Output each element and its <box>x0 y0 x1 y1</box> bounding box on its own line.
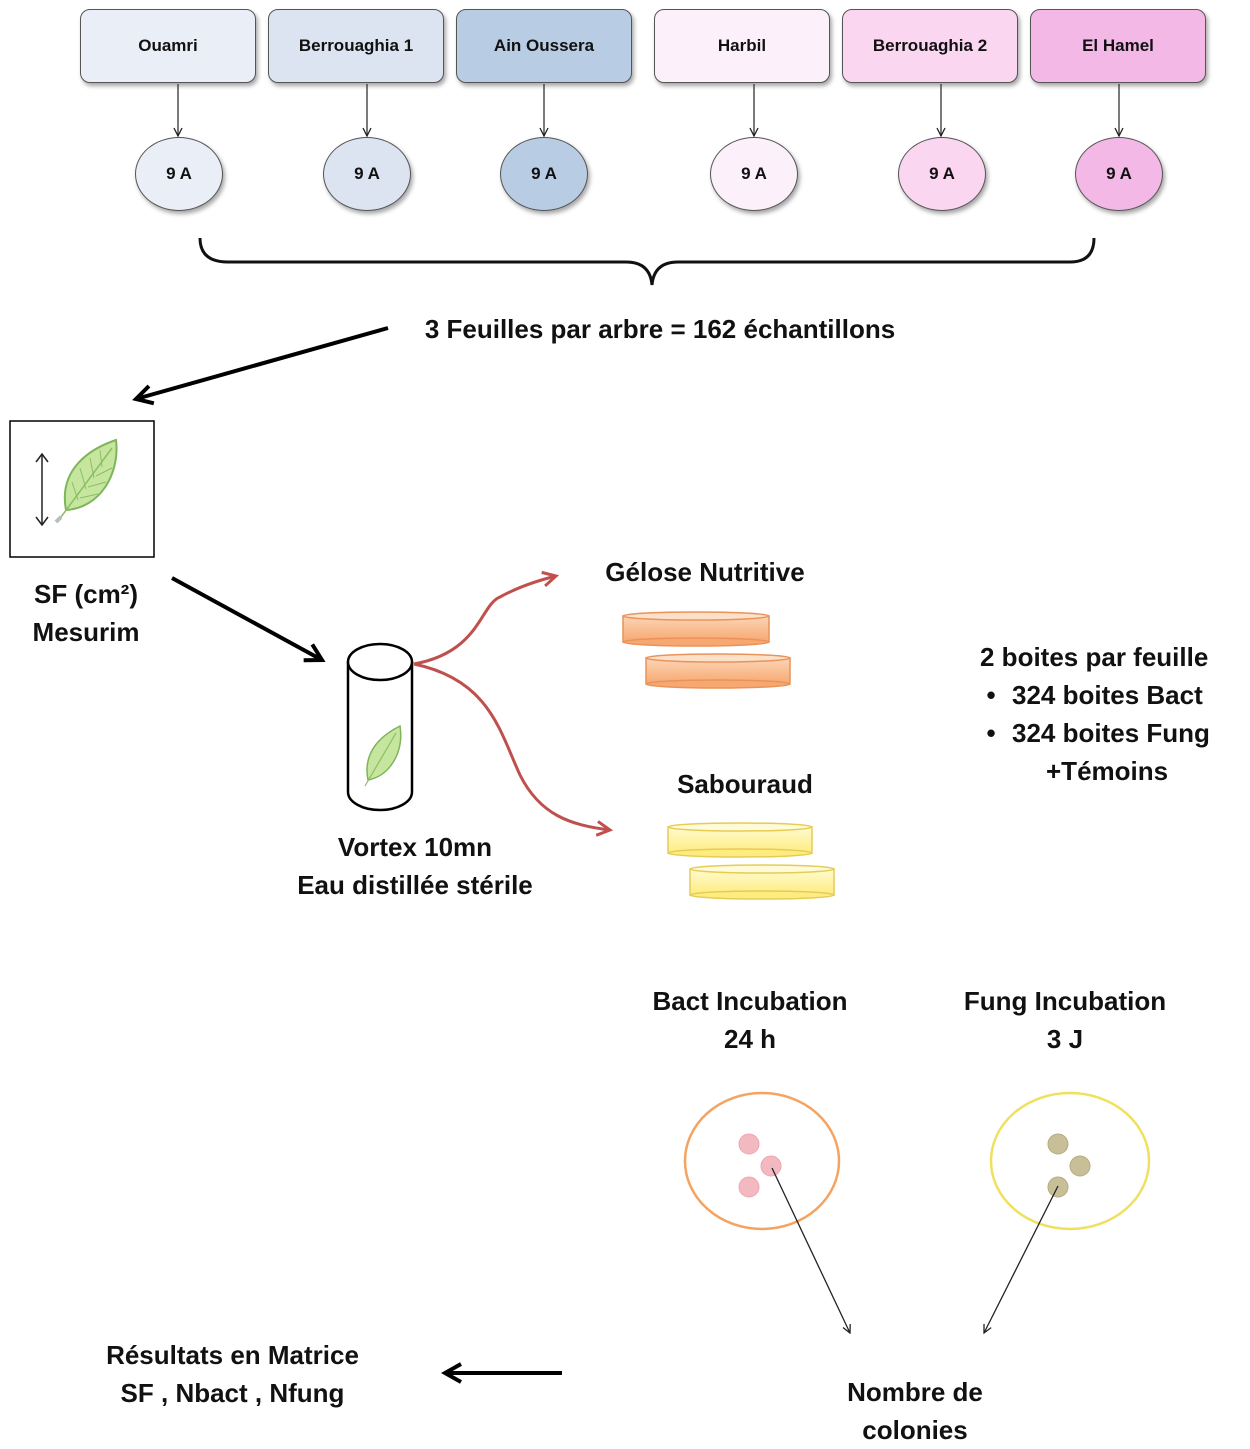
site-label: El Hamel <box>1082 36 1154 55</box>
tree-count-ouamri: 9 A <box>135 137 223 211</box>
colonies-line1: Nombre de <box>847 1377 983 1407</box>
grouping-brace <box>198 237 1096 286</box>
site-arrows <box>178 84 1119 136</box>
leaf-icon <box>54 438 118 524</box>
fung-plate-icon <box>989 1091 1151 1231</box>
bact-incubation-label: Bact Incubation 24 h <box>625 982 875 1058</box>
results-label: Résultats en Matrice SF , Nbact , Nfung <box>70 1336 395 1412</box>
vortex-label: Vortex 10mn Eau distillée stérile <box>260 828 570 904</box>
plates-title: 2 boites par feuille <box>980 642 1209 672</box>
tree-count-label: 9 A <box>354 164 380 183</box>
arrow-bact-to-count <box>771 1167 850 1333</box>
site-box-el-hamel: El Hamel <box>1030 9 1206 83</box>
site-box-berrouaghia-1: Berrouaghia 1 <box>268 9 444 83</box>
colonies-label: Nombre de colonies <box>800 1373 1030 1449</box>
bact-colonies-icon <box>738 1133 782 1198</box>
tree-count-label: 9 A <box>929 164 955 183</box>
sabouraud-plates-icon <box>667 822 835 900</box>
arrow-to-leaf-box <box>136 326 389 399</box>
colonies-line2: colonies <box>862 1415 968 1445</box>
sabouraud-medium-label: Sabouraud <box>677 769 813 799</box>
tree-count-berrouaghia-1: 9 A <box>323 137 411 211</box>
tree-count-label: 9 A <box>1106 164 1132 183</box>
fung-incubation-label: Fung Incubation 3 J <box>940 982 1190 1058</box>
bact-incubation-line2: 24 h <box>723 1024 777 1054</box>
site-label: Berrouaghia 1 <box>298 36 414 55</box>
leaf-area-line1: SF (cm²) <box>34 579 138 609</box>
double-arrow-icon <box>35 452 49 527</box>
site-box-harbil: Harbil <box>654 9 830 83</box>
tree-count-label: 9 A <box>741 164 767 183</box>
site-label: Ain Oussera <box>493 36 595 55</box>
site-label: Ouamri <box>138 36 198 55</box>
tree-count-ain-oussera: 9 A <box>500 137 588 211</box>
plates-item-bact: •324 boites Bact <box>986 680 1203 710</box>
results-line2: SF , Nbact , Nfung <box>120 1378 345 1408</box>
tree-count-label: 9 A <box>531 164 557 183</box>
fung-incubation-line2: 3 J <box>1046 1024 1084 1054</box>
bact-incubation-line1: Bact Incubation <box>652 986 848 1016</box>
site-box-ouamri: Ouamri <box>80 9 256 83</box>
site-box-berrouaghia-2: Berrouaghia 2 <box>842 9 1018 83</box>
tree-count-harbil: 9 A <box>710 137 798 211</box>
nutrient-plates-icon <box>622 611 791 689</box>
nutrient-medium-label: Gélose Nutritive <box>605 557 805 587</box>
tree-count-berrouaghia-2: 9 A <box>898 137 986 211</box>
test-tube-icon <box>346 642 414 812</box>
tree-count-label: 9 A <box>166 164 192 183</box>
site-box-ain-oussera: Ain Oussera <box>456 9 632 83</box>
vortex-line2: Eau distillée stérile <box>297 870 533 900</box>
vortex-line1: Vortex 10mn <box>337 832 493 862</box>
plates-item-fung: •324 boites Fung <box>986 718 1210 748</box>
leaf-area-label: SF (cm²) Mesurim <box>0 575 172 651</box>
tree-count-el-hamel: 9 A <box>1075 137 1163 211</box>
plates-summary: 2 boites par feuille •324 boites Bact •3… <box>970 638 1245 790</box>
arrow-fung-to-count <box>984 1185 1059 1333</box>
results-line1: Résultats en Matrice <box>106 1340 359 1370</box>
sampling-label: 3 Feuilles par arbre = 162 échantillons <box>424 314 896 344</box>
fung-colonies-icon <box>1047 1133 1091 1198</box>
site-label: Berrouaghia 2 <box>872 36 988 55</box>
arrow-to-tube <box>171 576 322 660</box>
site-label: Harbil <box>717 36 767 55</box>
fung-incubation-line1: Fung Incubation <box>963 986 1167 1016</box>
tube-leaf-icon <box>364 724 402 787</box>
curve-arrow-to-nutrient <box>413 570 560 666</box>
leaf-area-line2: Mesurim <box>32 617 140 647</box>
curve-arrow-to-sabouraud <box>413 662 614 837</box>
plates-extra: +Témoins <box>1046 756 1169 786</box>
